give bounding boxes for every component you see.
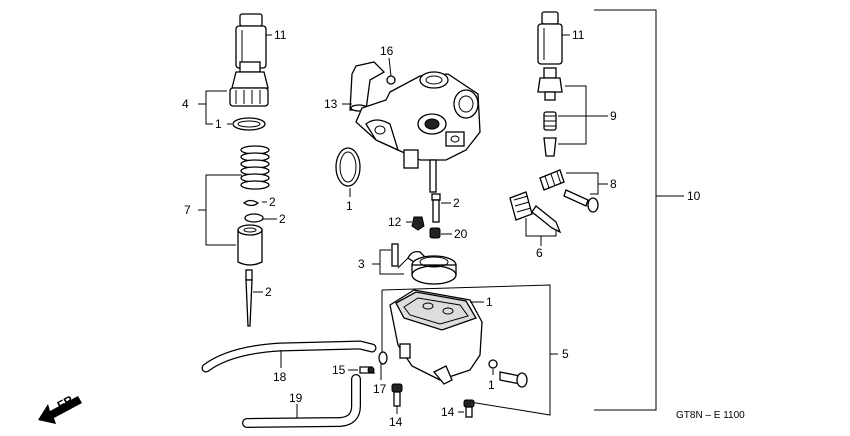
callout-3: 3 xyxy=(358,257,365,271)
part-chamber-plug xyxy=(378,351,388,365)
part-drain-oring xyxy=(488,359,498,369)
front-direction-arrow-icon xyxy=(38,396,82,424)
part-idle-screw-set xyxy=(539,169,599,213)
drawing-code: GT8N – E 1100 xyxy=(676,410,745,421)
part-throttle-slide xyxy=(237,224,263,266)
part-screw-left xyxy=(391,383,403,407)
part-cap xyxy=(229,61,269,107)
callout-13: 13 xyxy=(324,97,338,111)
callout-2-needle: 2 xyxy=(265,285,272,299)
callout-11-right: 11 xyxy=(572,28,585,42)
callout-12: 12 xyxy=(388,215,402,229)
callout-10: 10 xyxy=(687,189,701,203)
callout-4: 4 xyxy=(182,97,189,111)
part-chamber-screw xyxy=(359,366,375,374)
callout-9: 9 xyxy=(610,109,617,123)
part-drain-screw xyxy=(499,371,528,388)
callout-19: 19 xyxy=(289,391,303,405)
callout-11-left: 11 xyxy=(274,28,287,42)
callout-6: 6 xyxy=(536,246,543,260)
part-float-set xyxy=(391,243,457,285)
part-hose-clip xyxy=(386,75,396,85)
callout-17: 17 xyxy=(373,382,387,396)
callout-14-right: 14 xyxy=(441,405,455,419)
part-screw-right xyxy=(463,399,475,418)
callout-1-body: 1 xyxy=(346,199,353,213)
part-float-chamber xyxy=(389,289,483,385)
part-needle-jet xyxy=(429,227,441,239)
callout-14-left: 14 xyxy=(389,415,403,429)
part-slow-jet xyxy=(411,216,425,231)
callout-2-upper: 2 xyxy=(269,195,276,209)
part-clip-lower xyxy=(244,213,264,223)
part-clip-upper xyxy=(242,199,260,207)
callout-1-gasket: 1 xyxy=(486,295,493,309)
callout-5: 5 xyxy=(562,347,569,361)
callout-20: 20 xyxy=(454,227,468,241)
callout-15: 15 xyxy=(332,363,346,377)
callout-1-cap: 1 xyxy=(215,117,222,131)
callout-2-lower: 2 xyxy=(279,212,286,226)
part-cap-oring xyxy=(232,117,266,131)
part-jet-needle-set xyxy=(537,67,563,157)
part-pilot-screw-set xyxy=(509,191,562,234)
part-jet-right xyxy=(537,11,563,65)
part-carburetor-body xyxy=(355,71,481,193)
float-chamber-frame xyxy=(381,284,551,416)
repair-kit-bracket xyxy=(594,9,657,411)
part-spring xyxy=(240,145,270,190)
callout-1-drain: 1 xyxy=(488,378,495,392)
callout-7: 7 xyxy=(184,203,191,217)
callout-16: 16 xyxy=(380,44,394,58)
callout-8: 8 xyxy=(610,177,617,191)
callout-2-main: 2 xyxy=(453,196,460,210)
part-needle xyxy=(245,269,253,327)
part-main-jet-screw xyxy=(431,193,441,223)
callout-18: 18 xyxy=(273,370,287,384)
part-jet-left xyxy=(235,13,267,69)
